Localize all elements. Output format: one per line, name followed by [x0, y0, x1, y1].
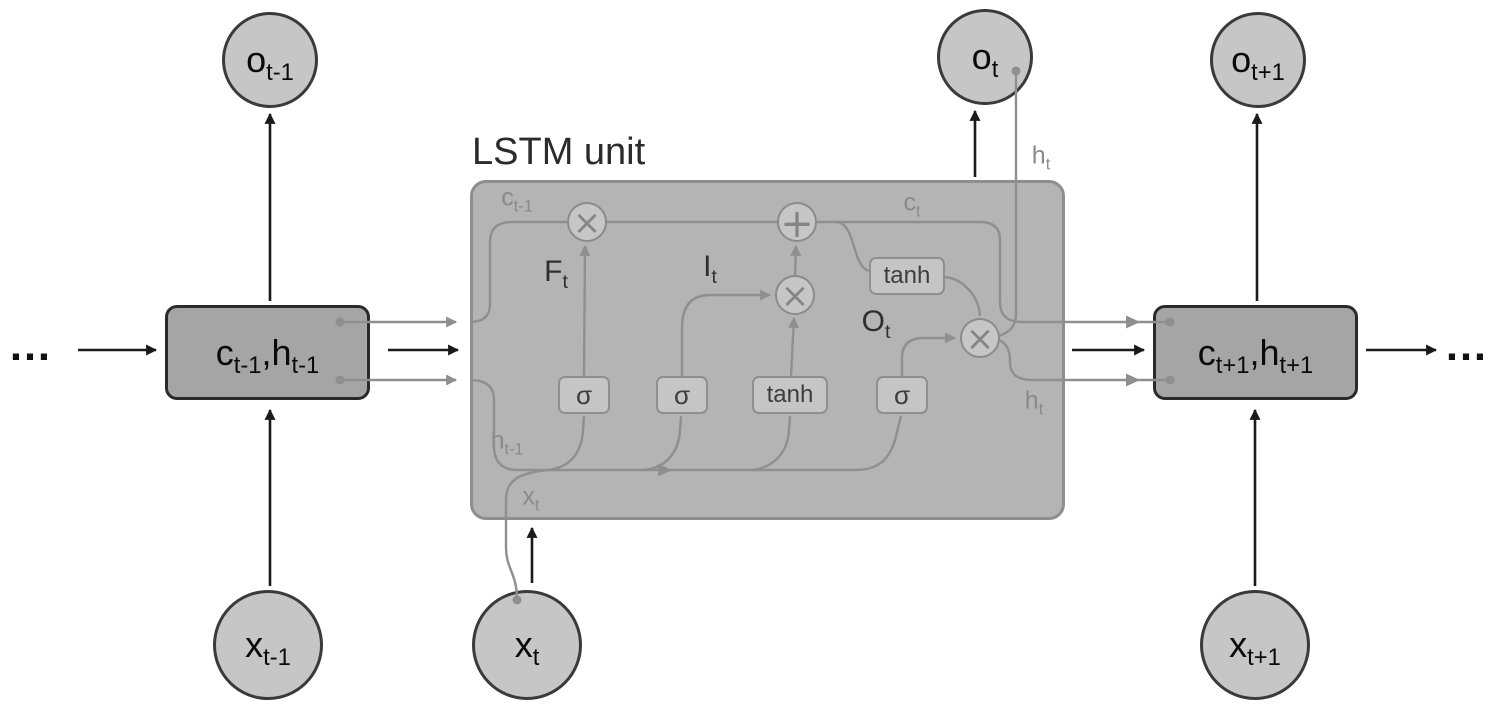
- node-label: ot: [971, 36, 999, 84]
- input-inner-label: xt: [522, 482, 540, 515]
- node-label: xt-1: [245, 624, 291, 672]
- sigma-label: σ: [893, 379, 911, 410]
- cell-state-out-label: ct: [903, 188, 921, 221]
- lstm-unit-panel: [470, 180, 1065, 520]
- node-label: ot-1: [246, 39, 294, 87]
- tanh-box-cell: tanh: [869, 257, 945, 295]
- tanh-label: tanh: [883, 262, 931, 289]
- input-node-prev: xt-1: [213, 590, 323, 700]
- hidden-out-right-label: ht: [1024, 386, 1044, 419]
- arrowhead-c-out: [1126, 315, 1140, 329]
- arrowhead-h-out: [1126, 373, 1140, 387]
- sigma-box-input: σ: [656, 376, 708, 414]
- tanh-label: tanh: [766, 381, 814, 408]
- lstm-unit-title: LSTM unit: [472, 131, 646, 173]
- output-gate-label: Ot: [861, 305, 891, 343]
- input-node-next: xt+1: [1200, 590, 1310, 700]
- state-label: ct-1,ht-1: [215, 331, 320, 379]
- tanh-box-candidate: tanh: [752, 376, 828, 414]
- hidden-out-top-label: ht: [1031, 141, 1051, 174]
- cell-state-box-prev: ct-1,ht-1: [165, 305, 370, 400]
- forget-gate-label: Ft: [544, 255, 568, 293]
- sigma-label: σ: [575, 379, 593, 410]
- cell-state-box-next: ct+1,ht+1: [1153, 305, 1358, 400]
- output-node-next: ot+1: [1210, 12, 1306, 108]
- sigma-box-output: σ: [876, 376, 928, 414]
- output-node-curr: ot: [937, 9, 1033, 105]
- ellipsis-left: …: [8, 321, 52, 370]
- cell-state-in-label: ct-1: [501, 183, 533, 216]
- node-label: xt+1: [1229, 624, 1281, 672]
- ellipsis-right: …: [1444, 321, 1488, 370]
- sigma-box-forget: σ: [558, 376, 610, 414]
- state-label: ct+1,ht+1: [1197, 331, 1314, 379]
- hidden-state-in-label: ht-1: [490, 426, 524, 459]
- node-label: xt: [514, 624, 540, 672]
- sigma-label: σ: [673, 379, 691, 410]
- output-node-prev: ot-1: [222, 12, 318, 108]
- node-label: ot+1: [1231, 39, 1285, 87]
- input-gate-label: It: [703, 250, 717, 288]
- input-node-curr: xt: [472, 590, 582, 700]
